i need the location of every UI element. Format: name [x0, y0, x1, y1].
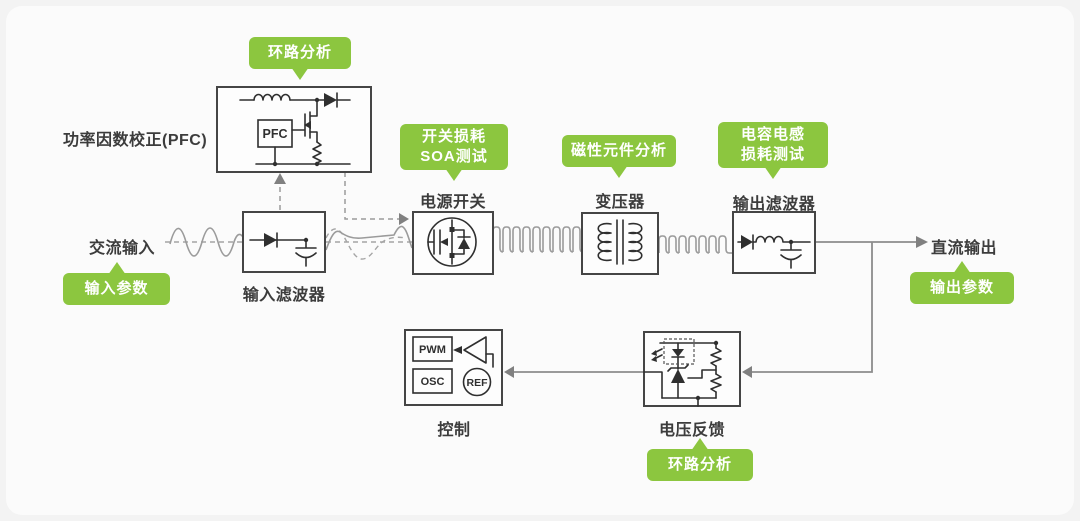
- dc-output-label: 直流输出: [931, 240, 998, 257]
- control-label: 控制: [437, 422, 471, 439]
- tag-line: 开关损耗: [421, 128, 486, 145]
- pwm-chip-label: PWM: [419, 344, 446, 356]
- switching-pulse-waveform-primary: [492, 226, 584, 253]
- pfc-corrected-waveform: [325, 225, 413, 260]
- tag-loop-analysis-pfc: 环路分析: [249, 37, 351, 69]
- control-arrow-icon: [504, 366, 514, 378]
- pfc-sense-line: [274, 172, 409, 225]
- background-card: [6, 6, 1074, 515]
- transformer-windings-icon: [597, 219, 643, 265]
- power-switch-label: 电源开关: [419, 194, 487, 211]
- optocoupler-feedback-icon: [643, 338, 722, 407]
- dc-output-line: [815, 236, 928, 248]
- control-circuit-icon: PWM OSC REF: [412, 336, 494, 397]
- tag-switch-loss-soa: 开关损耗 SOA测试: [400, 124, 508, 170]
- transformer-block: [581, 212, 659, 275]
- ref-chip-label: REF: [467, 377, 489, 389]
- pfc-circuit-icon: PFC: [239, 92, 351, 167]
- tag-line: SOA测试: [420, 148, 488, 165]
- ac-sine-waveform: [165, 227, 244, 257]
- voltage-feedback-block: [643, 331, 741, 407]
- ac-input-label: 交流输入: [89, 240, 156, 257]
- mosfet-switch-icon: [427, 217, 477, 267]
- control-block: PWM OSC REF: [404, 329, 503, 406]
- pfc-up-arrow-icon: [274, 173, 286, 184]
- tag-line: 损耗测试: [740, 146, 805, 163]
- dc-output-arrow-icon: [916, 236, 928, 248]
- feedback-line: [504, 242, 873, 378]
- transformer-label: 变压器: [595, 194, 645, 211]
- output-filter-circuit-icon: [737, 234, 811, 269]
- voltage-feedback-label: 电压反馈: [658, 422, 726, 439]
- tag-loop-analysis-feedback: 环路分析: [647, 449, 753, 481]
- pfc-chip-label: PFC: [263, 127, 288, 141]
- input-filter-circuit-icon: [249, 232, 317, 267]
- tag-output-params: 输出参数: [910, 272, 1014, 304]
- output-filter-label: 输出滤波器: [732, 196, 816, 213]
- tag-line: 电容电感: [740, 126, 805, 143]
- feedback-arrow-icon: [742, 366, 752, 378]
- input-filter-block: [242, 211, 326, 273]
- output-filter-block: [732, 211, 816, 274]
- input-filter-label: 输入滤波器: [242, 287, 326, 304]
- pfc-drive-arrow-icon: [399, 213, 409, 225]
- tag-input-params: 输入参数: [63, 273, 170, 305]
- tag-magnetic-analysis: 磁性元件分析: [562, 135, 676, 167]
- pfc-side-label: 功率因数校正(PFC): [63, 132, 208, 149]
- tag-cap-ind-loss: 电容电感 损耗测试: [718, 122, 828, 168]
- osc-chip-label: OSC: [421, 376, 445, 388]
- pfc-block: PFC: [216, 86, 372, 173]
- switching-pulse-waveform-secondary: [658, 235, 730, 254]
- power-switch-block: [412, 211, 494, 275]
